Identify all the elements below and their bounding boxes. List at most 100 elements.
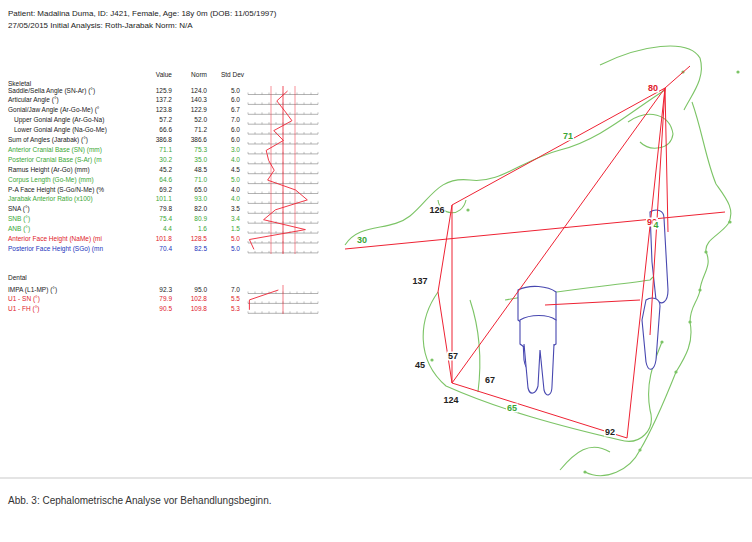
callout-number: 4: [652, 221, 659, 230]
scale-stroke: [311, 292, 312, 294]
scale-stroke: [248, 221, 249, 223]
measure-name: U1 - FH (°): [8, 306, 39, 313]
scale-stroke: [255, 311, 256, 313]
measure-name: ANB (°): [8, 226, 30, 233]
scale-stroke: [262, 162, 263, 164]
std-dev: 7.0: [231, 287, 240, 294]
scale-stroke: [297, 221, 298, 223]
scale-stroke: [248, 93, 249, 95]
scale-stroke: [297, 93, 298, 95]
scale-stroke: [255, 241, 256, 243]
scale-stroke: [255, 251, 256, 253]
scale-stroke: [276, 251, 277, 253]
scale-stroke: [269, 211, 270, 213]
scale-stroke: [311, 201, 312, 203]
scale-stroke: [262, 102, 263, 104]
norm-value: 65.0: [194, 187, 207, 194]
scale-stroke: [297, 172, 298, 174]
teeth: [518, 210, 668, 395]
scale-stroke: [276, 192, 277, 194]
scale-stroke: [318, 211, 319, 213]
norm-value: 80.9: [194, 216, 207, 223]
scale-stroke: [269, 231, 270, 233]
scale-stroke: [262, 201, 263, 203]
analysis-header: 27/05/2015 Initial Analysis: Roth-Jaraba…: [8, 22, 193, 30]
landmark-dots: [430, 70, 739, 473]
scale-stroke: [304, 172, 305, 174]
scale-stroke: [304, 182, 305, 184]
scale-stroke: [318, 112, 319, 114]
scale-stroke: [248, 241, 249, 243]
anatomy-contours: [345, 46, 731, 476]
scale-stroke: [304, 142, 305, 144]
scale-stroke: [290, 152, 291, 154]
scale-stroke: [304, 132, 305, 134]
scale-stroke: [269, 142, 270, 144]
scale-stroke: [255, 301, 256, 303]
measure-value: 30.2: [159, 157, 172, 164]
measure-name: IMPA (L1-MP) (°): [8, 287, 57, 294]
callout-number: 126: [428, 206, 445, 215]
column-header: Norm: [191, 72, 207, 79]
scale-stroke: [269, 251, 270, 253]
std-dev: 3.4: [231, 216, 240, 223]
norm-value: 52.0: [194, 117, 207, 124]
scale-stroke: [318, 132, 319, 134]
std-dev: 5.0: [231, 246, 240, 253]
std-dev: 4.0: [231, 187, 240, 194]
scale-stroke: [290, 112, 291, 114]
scale-stroke: [318, 231, 319, 233]
scale-stroke: [255, 142, 256, 144]
std-dev: 4.0: [231, 157, 240, 164]
scale-stroke: [297, 152, 298, 154]
measure-name: P-A Face Height (S-Go/N-Me) (%: [8, 187, 104, 194]
scale-stroke: [318, 201, 319, 203]
std-dev: 5.0: [231, 88, 240, 95]
scale-stroke: [297, 301, 298, 303]
scale-stroke: [269, 241, 270, 243]
scale-stroke: [304, 211, 305, 213]
scale-stroke: [276, 93, 277, 95]
patient-header: Patient: Madalina Duma, ID: J421, Female…: [8, 10, 276, 18]
scale-stroke: [269, 152, 270, 154]
measure-value: 101.8: [156, 236, 172, 243]
scale-stroke: [318, 221, 319, 223]
callout-number: 80: [647, 84, 659, 93]
scale-stroke: [304, 201, 305, 203]
norm-value: 386.6: [191, 137, 207, 144]
scale-stroke: [276, 112, 277, 114]
scale-stroke: [283, 86, 284, 254]
norm-value: 71.0: [194, 177, 207, 184]
scale-stroke: [262, 93, 263, 95]
measure-value: 69.2: [159, 187, 172, 194]
scale-stroke: [290, 102, 291, 104]
scale-stroke: [262, 211, 263, 213]
callout-number: 65: [506, 404, 518, 413]
norm-value: 93.0: [194, 196, 207, 203]
std-dev: 6.0: [231, 97, 240, 104]
scale-stroke: [269, 172, 270, 174]
scale-stroke: [297, 292, 298, 294]
scale-stroke: [262, 112, 263, 114]
scale-stroke: [276, 301, 277, 303]
measure-name: SNA (°): [8, 206, 30, 213]
scale-stroke: [276, 142, 277, 144]
scale-stroke: [297, 311, 298, 313]
scale-stroke: [255, 172, 256, 174]
callout-number: 57: [447, 352, 459, 361]
measure-value: 75.4: [159, 216, 172, 223]
scale-stroke: [269, 122, 270, 124]
scale-stroke: [311, 142, 312, 144]
scale-stroke: [311, 162, 312, 164]
measure-name: Gonial/Jaw Angle (Ar-Go-Me) (°: [8, 107, 99, 114]
scale-stroke: [262, 241, 263, 243]
scale-stroke: [276, 102, 277, 104]
scale-stroke: [311, 192, 312, 194]
measure-value: 79.8: [159, 206, 172, 213]
figure-caption: Abb. 3: Cephalometrische Analyse vor Beh…: [8, 496, 272, 506]
scale-stroke: [248, 231, 249, 233]
scale-stroke: [276, 201, 277, 203]
scale-stroke: [304, 162, 305, 164]
measure-value: 137.2: [156, 97, 172, 104]
